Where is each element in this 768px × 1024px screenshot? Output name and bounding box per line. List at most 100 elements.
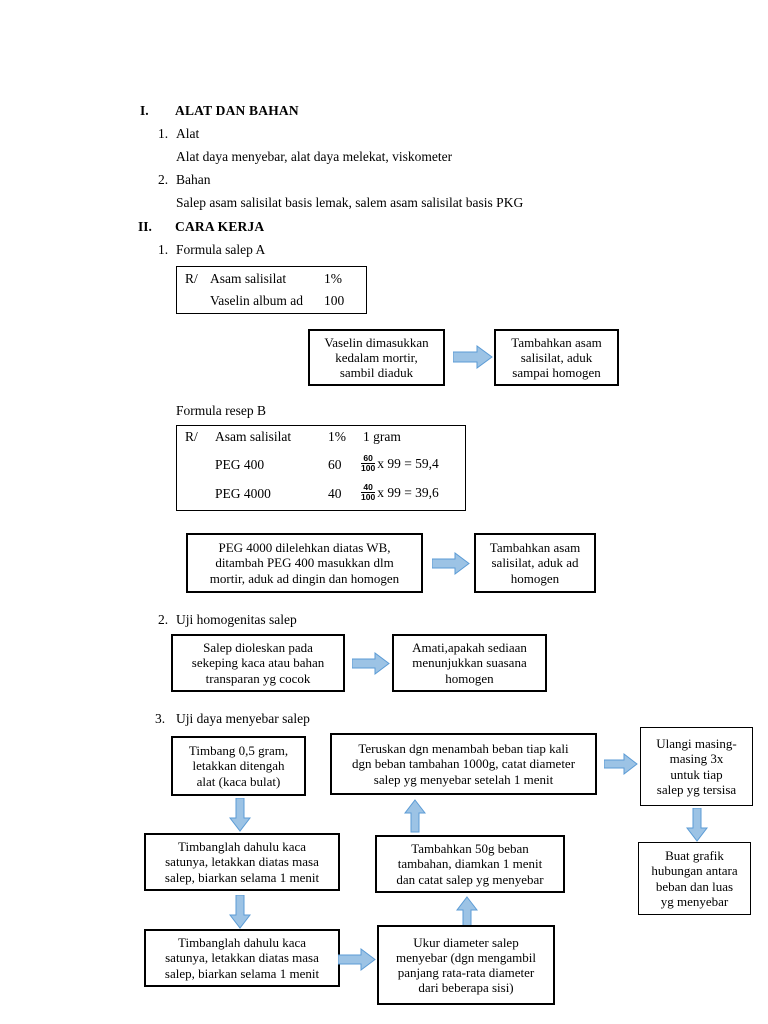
flow-homogenitas-box-2: Amati,apakah sediaan menunjukkan suasana… bbox=[392, 634, 547, 692]
arrow-up-icon-menyebar-1 bbox=[404, 799, 426, 833]
flow-menyebar-box-3: Ulangi masing- masing 3x untuk tiap sale… bbox=[640, 727, 753, 806]
recipe-a-row1-name: Asam salisilat bbox=[210, 271, 287, 286]
flow-menyebar-box-7-line-1: Timbanglah dahulu kaca bbox=[177, 935, 307, 951]
recipe-b-row1-qty: 1% bbox=[328, 429, 346, 444]
flow-menyebar-box-4: Timbanglah dahulu kaca satunya, letakkan… bbox=[144, 833, 340, 891]
section-numeral-1: I. bbox=[140, 103, 149, 118]
flow-menyebar-box-4-line-3: salep, biarkan selama 1 menit bbox=[164, 869, 320, 885]
recipe-b-row1-calc: 1 gram bbox=[363, 429, 401, 444]
flow-menyebar-box-6-line-3: beban dan luas bbox=[655, 878, 734, 894]
flow-menyebar-box-1-line-1: Timbang 0,5 gram, bbox=[188, 743, 289, 759]
flow-menyebar-box-6-line-1: Buat grafik bbox=[665, 848, 724, 864]
fraction-40-100-numerator: 40 bbox=[363, 482, 373, 492]
recipe-a-row1-qty: 1% bbox=[324, 271, 342, 286]
flow-menyebar-box-6-line-2: hubungan antara bbox=[651, 863, 738, 879]
flow-menyebar-box-8-line-2: menyebar (dgn mengambil bbox=[395, 949, 537, 965]
flow-menyebar-box-7: Timbanglah dahulu kaca satunya, letakkan… bbox=[144, 929, 340, 987]
flow-homogenitas-box-1: Salep dioleskan pada sekeping kaca atau … bbox=[171, 634, 345, 692]
fraction-40-100: 40 100 bbox=[361, 482, 376, 503]
recipe-a-row1-rx: R/ bbox=[185, 271, 198, 286]
flow-menyebar-box-2-line-2: dgn beban tambahan 1000g, catat diameter bbox=[351, 756, 576, 772]
flow-a-box-2-line-2: salisilat, aduk bbox=[520, 349, 593, 365]
flow-menyebar-box-5-line-2: tambahan, diamkan 1 menit bbox=[397, 856, 543, 872]
arrow-right-icon-flow-b bbox=[432, 552, 470, 575]
arrow-down-icon-menyebar-3 bbox=[229, 895, 251, 929]
list-marker-1-1: 1. bbox=[158, 126, 169, 141]
flow-menyebar-box-7-line-3: salep, biarkan selama 1 menit bbox=[164, 965, 320, 981]
list-label-bahan: Bahan bbox=[176, 172, 211, 187]
list-marker-2-3: 3. bbox=[155, 711, 166, 726]
fraction-40-100-denominator: 100 bbox=[361, 492, 376, 503]
arrow-down-icon-menyebar-2 bbox=[686, 808, 708, 842]
recipe-a-row2-name: Vaselin album ad bbox=[210, 293, 303, 308]
list-marker-1-2: 2. bbox=[158, 172, 169, 187]
flow-menyebar-box-3-line-3: untuk tiap bbox=[670, 766, 723, 782]
recipe-b-row3-qty: 40 bbox=[328, 486, 342, 501]
list-body-alat: Alat daya menyebar, alat daya melekat, v… bbox=[176, 149, 453, 164]
arrow-right-icon-menyebar-2 bbox=[338, 948, 376, 971]
recipe-b-row3-name: PEG 4000 bbox=[215, 486, 271, 501]
flow-menyebar-box-2-line-1: Teruskan dgn menambah beban tiap kali bbox=[358, 741, 569, 757]
recipe-b-row2-calc: 60 100 x 99 = 59,4 bbox=[361, 453, 439, 474]
arrow-right-icon-flow-a bbox=[453, 345, 493, 369]
flow-menyebar-box-3-line-4: salep yg tersisa bbox=[656, 781, 737, 797]
recipe-b-row3-calc: 40 100 x 99 = 39,6 bbox=[361, 482, 439, 503]
list-label-uji-daya-menyebar: Uji daya menyebar salep bbox=[176, 711, 310, 726]
fraction-60-100-numerator: 60 bbox=[363, 453, 373, 463]
flow-menyebar-box-8-line-4: dari beberapa sisi) bbox=[418, 980, 514, 996]
recipe-b-row2-calc-tail: x 99 = 59,4 bbox=[377, 455, 439, 471]
flow-b-box-2-line-1: Tambahkan asam bbox=[489, 540, 581, 556]
recipe-box-formula-b: R/ Asam salisilat 1% 1 gram PEG 400 60 6… bbox=[176, 425, 466, 511]
list-body-bahan: Salep asam salisilat basis lemak, salem … bbox=[176, 195, 524, 210]
flow-menyebar-box-1-line-2: letakkan ditengah bbox=[192, 758, 285, 774]
flow-b-box-2: Tambahkan asam salisilat, aduk ad homoge… bbox=[474, 533, 596, 593]
flow-homogenitas-box-2-line-1: Amati,apakah sediaan bbox=[412, 640, 527, 656]
flow-menyebar-box-5: Tambahkan 50g beban tambahan, diamkan 1 … bbox=[375, 835, 565, 893]
flow-menyebar-box-5-line-3: dan catat salep yg menyebar bbox=[396, 871, 544, 887]
recipe-b-row2-qty: 60 bbox=[328, 457, 342, 472]
list-marker-2-1: 1. bbox=[158, 242, 169, 257]
flow-menyebar-box-8-line-1: Ukur diameter salep bbox=[413, 934, 519, 950]
flow-b-box-2-line-2: salisilat, aduk ad bbox=[491, 555, 579, 571]
flow-a-box-1-line-3: sambil diaduk bbox=[339, 365, 414, 381]
flow-menyebar-box-8-line-3: panjang rata-rata diameter bbox=[397, 965, 535, 980]
flow-a-box-2-line-1: Tambahkan asam bbox=[511, 334, 602, 350]
section-title-alat-dan-bahan: ALAT DAN BAHAN bbox=[175, 103, 299, 118]
flow-homogenitas-box-1-line-1: Salep dioleskan pada bbox=[203, 640, 313, 656]
recipe-box-formula-a: R/ Asam salisilat 1% Vaselin album ad 10… bbox=[176, 266, 367, 314]
flow-a-box-1-line-2: kedalam mortir, bbox=[335, 349, 418, 365]
flow-b-box-1-line-2: ditambah PEG 400 masukkan dlm bbox=[215, 555, 394, 571]
formula-b-caption: Formula resep B bbox=[176, 403, 266, 418]
flow-b-box-1: PEG 4000 dilelehkan diatas WB, ditambah … bbox=[186, 533, 423, 593]
flow-homogenitas-box-2-line-2: menunjukkan suasana bbox=[412, 655, 527, 671]
list-label-uji-homogenitas: Uji homogenitas salep bbox=[176, 612, 297, 627]
recipe-b-row2-name: PEG 400 bbox=[215, 457, 265, 472]
flow-b-box-1-line-3: mortir, aduk ad dingin dan homogen bbox=[209, 570, 400, 586]
section-numeral-2: II. bbox=[138, 219, 152, 234]
flow-menyebar-box-3-line-2: masing 3x bbox=[669, 751, 724, 767]
flow-homogenitas-box-1-line-2: sekeping kaca atau bahan bbox=[191, 655, 325, 671]
flow-menyebar-box-5-line-1: Tambahkan 50g beban bbox=[411, 841, 529, 857]
arrow-down-icon-menyebar-1 bbox=[229, 798, 251, 832]
flow-menyebar-box-1-line-3: alat (kaca bulat) bbox=[196, 773, 281, 789]
flow-a-box-2-line-3: sampai homogen bbox=[512, 365, 601, 381]
list-label-alat: Alat bbox=[176, 126, 200, 141]
fraction-60-100: 60 100 bbox=[361, 453, 376, 474]
flow-menyebar-box-6: Buat grafik hubungan antara beban dan lu… bbox=[638, 842, 751, 915]
list-marker-2-2: 2. bbox=[158, 612, 169, 627]
recipe-b-row1-name: Asam salisilat bbox=[215, 429, 292, 444]
flow-menyebar-box-2-line-3: salep yg menyebar setelah 1 menit bbox=[373, 771, 554, 787]
flow-menyebar-box-2: Teruskan dgn menambah beban tiap kali dg… bbox=[330, 733, 597, 795]
flow-menyebar-box-3-line-1: Ulangi masing- bbox=[656, 736, 737, 752]
section-title-cara-kerja: CARA KERJA bbox=[175, 219, 265, 234]
flow-homogenitas-box-2-line-3: homogen bbox=[445, 670, 494, 686]
flow-b-box-1-line-1: PEG 4000 dilelehkan diatas WB, bbox=[218, 540, 391, 556]
arrow-right-icon-menyebar-1 bbox=[604, 753, 638, 775]
arrow-right-icon-homogenitas bbox=[352, 652, 390, 675]
flow-menyebar-box-4-line-2: satunya, letakkan diatas masa bbox=[165, 854, 319, 870]
recipe-a-row2-qty: 100 bbox=[324, 293, 345, 308]
flow-menyebar-box-7-line-2: satunya, letakkan diatas masa bbox=[165, 950, 319, 966]
fraction-60-100-denominator: 100 bbox=[361, 463, 376, 474]
flow-a-box-2: Tambahkan asam salisilat, aduk sampai ho… bbox=[494, 329, 619, 386]
